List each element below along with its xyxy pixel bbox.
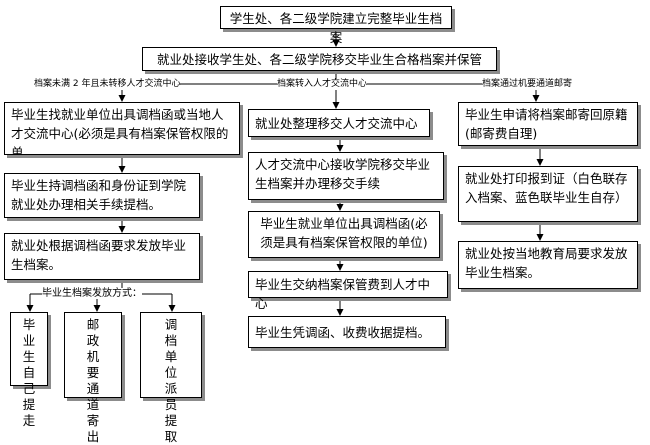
release-method-self: 毕业生自己提走 bbox=[10, 312, 48, 428]
middle-step-4: 毕业生交纳档案保管费到人才中心 bbox=[248, 271, 448, 311]
right-step-2: 就业处打印报到证（白色联存入档案、蓝色联毕业生自存） bbox=[458, 166, 638, 222]
right-step-1: 毕业生申请将档案邮寄回原籍(邮寄费自理) bbox=[458, 102, 638, 146]
release-method-unit: 调档单位派员提取 bbox=[140, 312, 202, 444]
right-step-3: 就业处按当地教育局要求发放毕业生档案。 bbox=[458, 241, 638, 289]
release-method-unit-text: 调档单位派员提取 bbox=[164, 317, 178, 444]
release-methods-label: 毕业生档案发放方式： bbox=[42, 288, 142, 299]
left-step-2: 毕业生持调档函和身份证到学院就业处办理相关手续提档。 bbox=[4, 173, 200, 218]
branch-label-left: 档案未满 2 年且未转移人才交流中心 bbox=[34, 79, 181, 90]
branch-label-right: 档案通过机要通道邮寄 bbox=[482, 79, 573, 90]
left-step-3: 就业处根据调档函要求发放毕业生档案。 bbox=[4, 233, 200, 280]
release-method-mail: 邮政机要通道寄出 bbox=[64, 312, 122, 444]
middle-step-2: 人才交流中心接收学院移交毕业生档案并办理移交手续 bbox=[248, 152, 444, 200]
middle-step-1: 就业处整理移交人才交流中心 bbox=[248, 109, 430, 137]
release-method-self-text: 毕业生自己提走 bbox=[22, 317, 36, 428]
left-step-1: 毕业生找就业单位出具调档函或当地人才交流中心(必须是具有档案保管权限的单 bbox=[4, 102, 240, 155]
middle-step-5: 毕业生凭调函、收费收据提档。 bbox=[248, 316, 446, 348]
release-method-mail-text: 邮政机要通道寄出 bbox=[86, 317, 100, 444]
branch-label-middle: 档案转入人才交流中心 bbox=[277, 79, 368, 90]
middle-step-3: 毕业生就业单位出具调档函(必须是具有档案保管权限的单位) bbox=[248, 211, 440, 258]
second-box: 就业处接收学生处、各二级学院移交毕业生合格档案并保管 bbox=[142, 47, 497, 71]
top-box: 学生处、各二级学院建立完整毕业生档案 bbox=[220, 6, 452, 45]
